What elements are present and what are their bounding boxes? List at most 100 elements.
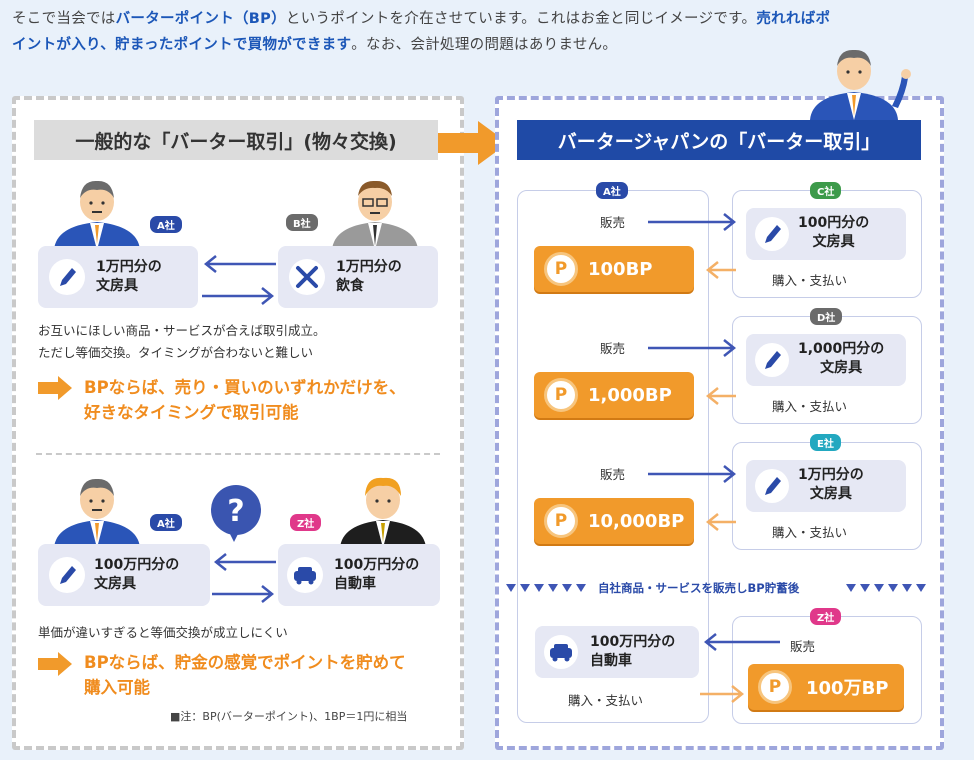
- intro-l1b: バーターポイント（BP）: [115, 11, 286, 27]
- bp-note-1: BPならば、売り・買いのいずれかだけを、好きなタイミングで取引可能: [84, 375, 406, 425]
- last-buy: 購入・支払い: [568, 693, 644, 708]
- company-tag: C社: [810, 182, 842, 199]
- item-a2-line2: 文房具: [94, 576, 136, 592]
- bp-value: 100BP: [588, 258, 653, 280]
- bp-value: 10,000BP: [588, 510, 685, 532]
- last-bp-value: 100万BP: [806, 678, 889, 699]
- company-tag: D社: [810, 308, 843, 325]
- sell-label: 販売: [600, 341, 626, 356]
- company-tag: E社: [810, 434, 841, 451]
- question-mark: ?: [227, 494, 244, 529]
- orange-arrow-icon: [38, 376, 72, 400]
- note-1: お互いにほしい商品・サービスが合えば取引成立。ただし等価交換。タイミングが合わな…: [38, 320, 326, 364]
- bp-box: P 100BP: [534, 246, 694, 292]
- intro-l1a: そこで当会では: [12, 11, 116, 27]
- note-1-line2: ただし等価交換。タイミングが合わないと難しい: [38, 345, 314, 360]
- bp-note-1-line1: BPならば、売り・買いのいずれかだけを、: [84, 378, 406, 397]
- last-bp-box: P 100万BP: [748, 664, 904, 710]
- intro-l2a: イントが入り、貯まったポイントで買物ができます: [12, 37, 352, 53]
- tag-a-1: A社: [150, 216, 182, 233]
- left-title: 一般的な「バーター取引」(物々交換): [34, 120, 438, 160]
- item-text: 1,000円分の文房具: [798, 340, 884, 378]
- item-a2-line1: 100万円分の: [94, 557, 180, 573]
- presenter-icon: [810, 49, 911, 120]
- note-2: 単価が違いすぎると等価交換が成立しにくい: [38, 625, 288, 640]
- last-arrows: [700, 633, 780, 703]
- item-z1-line1: 100万円分の: [334, 557, 420, 573]
- tag-a-right: A社: [596, 182, 628, 199]
- exchange-arrows-2: [212, 553, 276, 603]
- coin-icon: P: [758, 670, 792, 704]
- right-title: バータージャパンの「バーター取引」: [517, 120, 921, 160]
- left-divider: [36, 453, 440, 455]
- item-b1-text: 1万円分の飲食: [336, 258, 402, 296]
- buy-label: 購入・支払い: [772, 525, 848, 540]
- triangle-row-right: [846, 584, 926, 592]
- intro-l1d: 売れればポ: [756, 11, 831, 27]
- item-line1: 1,000円分の: [798, 341, 885, 357]
- tag-z-1: Z社: [290, 514, 322, 531]
- bp-box: P 1,000BP: [534, 372, 694, 418]
- item-a1-text: 1万円分の文房具: [96, 258, 162, 296]
- item-a1-line2: 文房具: [96, 278, 138, 294]
- pen-icon: [755, 217, 789, 251]
- bp-note-2-line2: 購入可能: [84, 678, 150, 697]
- bp-note-2-line1: BPならば、貯金の感覚でポイントを貯めて: [84, 653, 406, 672]
- tag-b-1: B社: [286, 214, 318, 231]
- last-item-line1: 100万円分の: [590, 634, 676, 650]
- item-line2: 文房具: [820, 360, 863, 376]
- person-a2-icon: [54, 478, 140, 548]
- item-z1-line2: 自動車: [334, 576, 376, 592]
- footnote: ■注：BP(バーターポイント)、1BP＝1円に相当: [170, 710, 408, 723]
- item-z1-text: 100万円分の自動車: [334, 556, 419, 594]
- item-b1-line2: 飲食: [336, 278, 364, 294]
- sell-label: 販売: [600, 467, 626, 482]
- item-text: 100円分の文房具: [798, 214, 869, 252]
- last-item-text: 100万円分の自動車: [590, 633, 675, 671]
- bp-note-1-line2: 好きなタイミングで取引可能: [84, 403, 299, 422]
- pen-icon: [49, 259, 85, 295]
- note-1-line1: お互いにほしい商品・サービスが合えば取引成立。: [38, 323, 326, 338]
- item-a2-text: 100万円分の文房具: [94, 556, 179, 594]
- bp-value: 1,000BP: [588, 384, 672, 406]
- last-item-line2: 自動車: [590, 653, 632, 669]
- sell-label: 販売: [600, 215, 626, 230]
- person-a-icon: [54, 180, 140, 250]
- triangle-row-left: [506, 584, 586, 592]
- item-a1-line1: 1万円分の: [96, 259, 162, 275]
- pen-icon: [755, 469, 789, 503]
- buy-label: 購入・支払い: [772, 273, 848, 288]
- pen-icon: [755, 343, 789, 377]
- tag-a-2: A社: [150, 514, 182, 531]
- pen-icon: [49, 557, 85, 593]
- bp-box: P 10,000BP: [534, 498, 694, 544]
- big-arrow-icon: [438, 121, 508, 165]
- intro-l2b: 。なお、会計処理の問題はありません。: [351, 37, 618, 53]
- bp-note-2: BPならば、貯金の感覚でポイントを貯めて購入可能: [84, 650, 406, 700]
- item-line2: 文房具: [809, 486, 852, 502]
- intro-text: そこで当会ではバーターポイント（BP）というポイントを介在させています。これはお…: [12, 6, 967, 58]
- question-bubble-icon: ?: [211, 485, 261, 542]
- person-z-icon: [340, 477, 426, 548]
- coin-icon: P: [544, 504, 578, 538]
- coin-icon: P: [544, 378, 578, 412]
- item-line2: 文房具: [812, 234, 855, 250]
- intro-l1c: というポイントを介在させています。これはお金と同じイメージです。: [285, 11, 757, 27]
- flow-arrows: [648, 465, 737, 531]
- exchange-arrows-1: [202, 255, 276, 305]
- car-icon: [544, 635, 578, 669]
- item-line1: 100円分の: [798, 215, 870, 231]
- flow-arrows: [648, 339, 737, 405]
- divider-label: 自社商品・サービスを販売しBP貯蓄後: [598, 581, 800, 595]
- item-b1-line1: 1万円分の: [336, 259, 402, 275]
- orange-arrow-icon: [38, 652, 72, 676]
- coin-icon: P: [544, 252, 578, 286]
- buy-label: 購入・支払い: [772, 399, 848, 414]
- car-icon: [287, 557, 323, 593]
- tag-z-right: Z社: [810, 608, 842, 625]
- fork-knife-icon: [289, 259, 325, 295]
- flow-arrows: [648, 213, 737, 279]
- person-b-icon: [332, 180, 418, 250]
- last-sell: 販売: [790, 639, 816, 654]
- item-text: 1万円分の文房具: [798, 466, 864, 504]
